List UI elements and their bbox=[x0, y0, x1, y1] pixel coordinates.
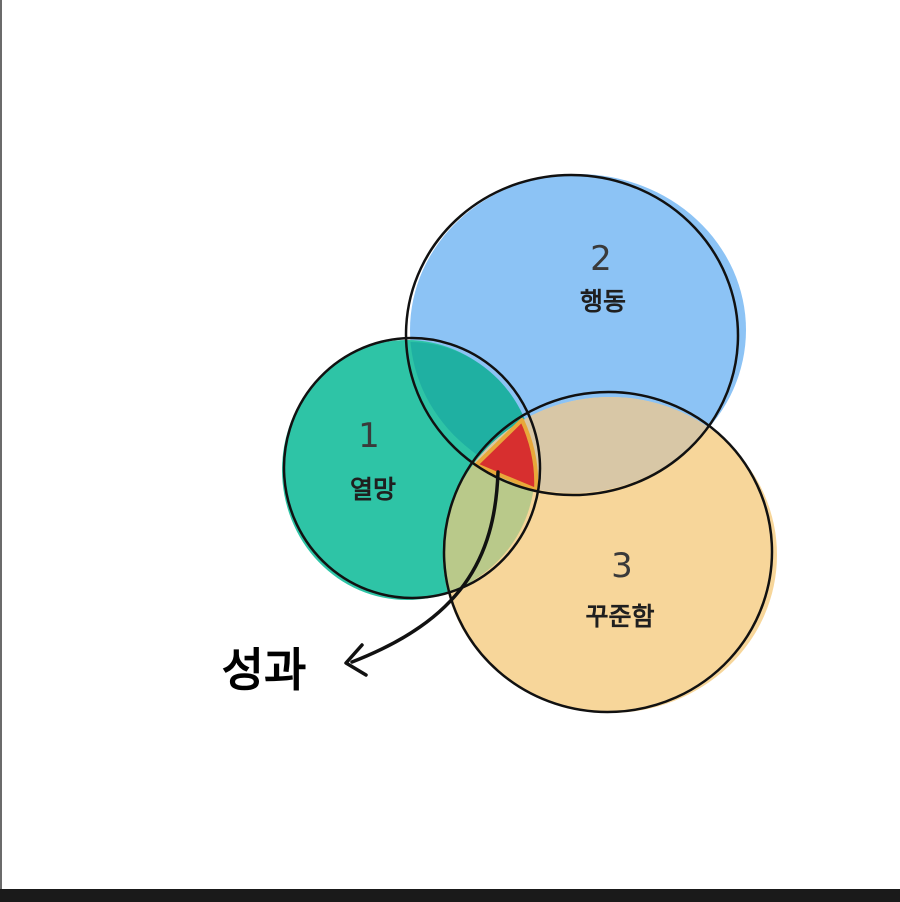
result-arrow bbox=[350, 470, 500, 664]
action-label: 행동 bbox=[580, 287, 626, 316]
passion-action-overlap bbox=[410, 342, 535, 486]
bottom-bar bbox=[0, 889, 900, 902]
persistence-circle-outline bbox=[442, 390, 774, 714]
passion-number: 1 bbox=[358, 416, 380, 456]
action-circle-outline bbox=[404, 173, 740, 497]
persistence-number: 3 bbox=[611, 546, 633, 586]
action-number: 2 bbox=[590, 239, 612, 279]
passion-label: 열망 bbox=[350, 475, 396, 504]
persistence-label: 꾸준함 bbox=[585, 602, 654, 631]
center-intersection bbox=[474, 418, 539, 492]
result-arrowhead bbox=[344, 643, 368, 677]
result-label: 성과 bbox=[222, 643, 307, 697]
passion-circle-outline bbox=[282, 336, 542, 600]
left-border bbox=[0, 0, 2, 890]
